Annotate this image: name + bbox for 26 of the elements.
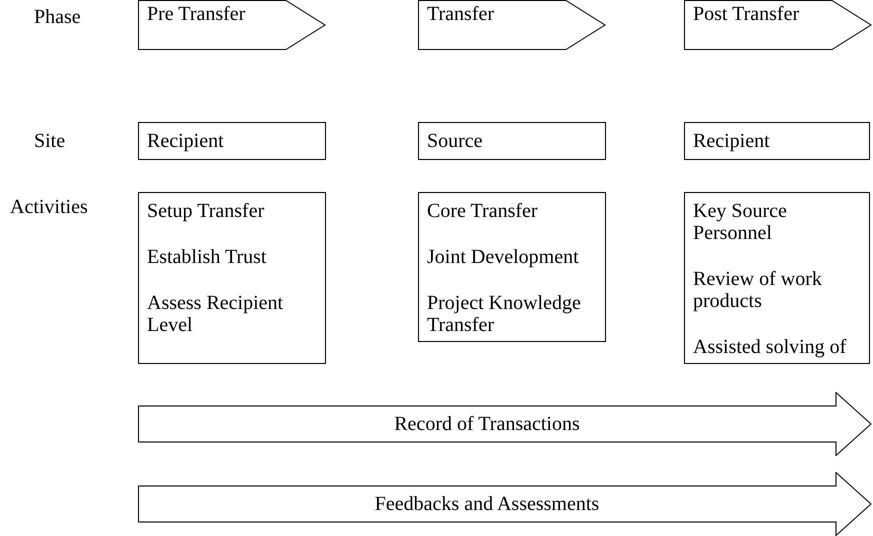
phase-name: Pre Transfer	[147, 3, 246, 25]
activity-text: Joint Development	[427, 246, 580, 268]
activity-text: Setup Transfer	[147, 200, 266, 222]
arrow-label: Feedbacks and Assessments	[374, 493, 600, 515]
text-box	[418, 122, 606, 160]
arrow-label: Record of Transactions	[394, 413, 580, 435]
activity-text: Recipient	[693, 130, 771, 152]
text-box	[138, 192, 326, 364]
row-label: Phase	[34, 6, 81, 28]
activity-text: Core Transfer	[427, 200, 539, 222]
activity-text: Establish Trust	[147, 246, 268, 268]
phase-name: Post Transfer	[693, 3, 800, 25]
activity-text: Recipient	[147, 130, 225, 152]
text-box	[684, 192, 870, 364]
activity-text: Source	[427, 130, 484, 152]
text-box	[418, 192, 606, 342]
activity-text: Review of work products	[693, 268, 823, 312]
activity-text: Assisted solving of	[693, 336, 848, 358]
row-label: Site	[34, 130, 66, 152]
phase-name: Transfer	[427, 3, 494, 25]
activity-text: Key Source Personnel	[693, 200, 788, 244]
text-box	[684, 122, 870, 160]
row-label: Activities	[10, 196, 88, 218]
text-box	[138, 122, 326, 160]
activity-text: Assess Recipient Level	[147, 292, 284, 336]
activity-text: Project Knowledge Transfer	[427, 292, 582, 336]
